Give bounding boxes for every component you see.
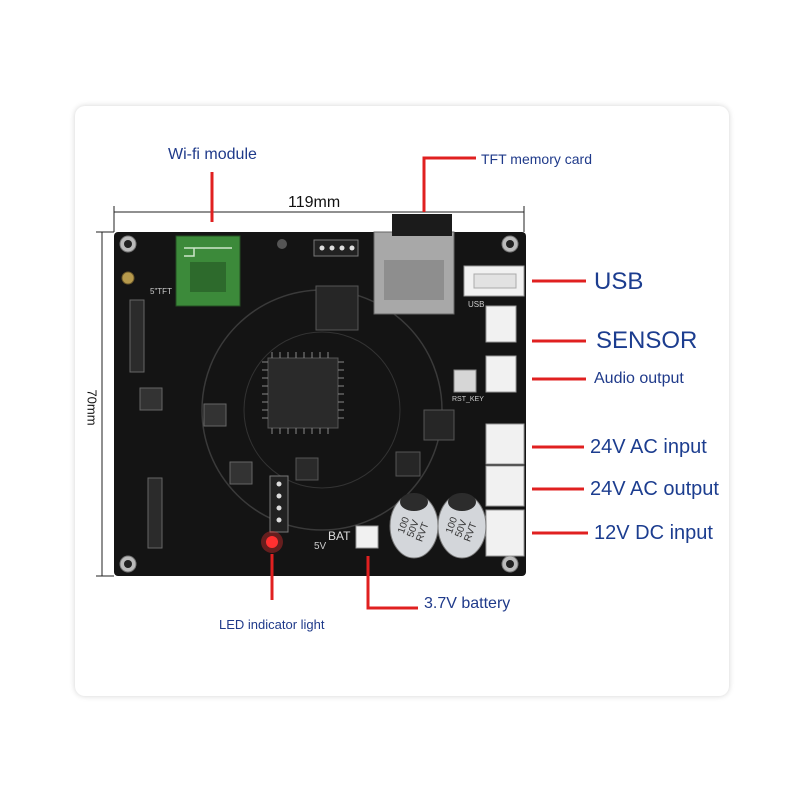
ac-input-connector: [485, 423, 525, 465]
height-dimension: [96, 231, 114, 577]
sensor-label: SENSOR: [596, 327, 698, 354]
fpc-connector-top: [129, 299, 145, 373]
dc-input-connector: [485, 509, 525, 557]
silk-usb: USB: [468, 300, 485, 309]
reset-button: [453, 369, 477, 393]
fpc-connector-bottom: [147, 477, 163, 549]
tft-callout-line: [422, 156, 476, 212]
capacitor-right: [437, 493, 487, 559]
inductor-low: [229, 461, 253, 485]
led-indicator-label: LED indicator light: [219, 617, 325, 632]
chip-lower: [395, 451, 421, 477]
wifi-module-label: Wi-fi module: [168, 146, 257, 163]
ac-output-connector: [485, 465, 525, 507]
sensor-connector: [485, 305, 517, 343]
silk-bat: BAT: [328, 529, 351, 543]
chip-right: [423, 409, 455, 441]
usb-label: USB: [594, 268, 644, 295]
main-chip: [267, 357, 339, 429]
ac-output-label: 24V AC output: [590, 478, 719, 500]
silk-5v: 5V: [314, 541, 327, 552]
audio-output-label: Audio output: [594, 370, 684, 387]
dc-input-label: 12V DC input: [594, 522, 713, 544]
silk-tft: 5"TFT: [150, 287, 172, 296]
width-dimension-label: 119mm: [288, 194, 341, 211]
height-dimension-label: 70mm: [84, 389, 100, 426]
inductor-left: [139, 387, 163, 411]
audio-connector: [485, 355, 517, 393]
ac-input-label: 24V AC input: [590, 436, 707, 458]
tft-memory-card-label: TFT memory card: [481, 151, 592, 167]
width-dimension: [113, 206, 525, 232]
led-light: [266, 536, 278, 548]
battery-connector: [355, 525, 379, 549]
callout-lines: [210, 156, 588, 610]
capacitor-left: [389, 493, 439, 559]
battery-label: 3.7V battery: [424, 595, 511, 612]
silk-rst: RST_KEY: [452, 396, 484, 403]
battery-callout-line: [366, 556, 418, 610]
inductor-mid: [203, 403, 227, 427]
chip-top: [315, 285, 359, 331]
